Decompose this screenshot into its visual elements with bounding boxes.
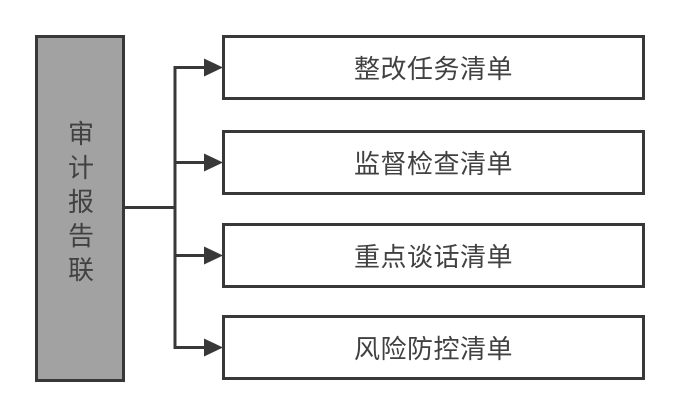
- source-node-label: 审计报告联: [64, 119, 95, 290]
- target-node-key-talks: 重点谈话清单: [222, 223, 645, 288]
- arrowhead-icon: [204, 246, 223, 265]
- target-node-supervision-inspection: 监督检查清单: [222, 130, 645, 195]
- arrowhead-icon: [204, 58, 223, 77]
- target-node-label: 监督检查清单: [353, 149, 513, 179]
- arrowhead-icon: [204, 338, 223, 357]
- target-node-rectification-tasks: 整改任务清单: [222, 35, 645, 100]
- target-node-label: 重点谈话清单: [353, 242, 513, 272]
- connector-tree: [123, 66, 206, 349]
- source-node-audit-report: 审计报告联: [35, 35, 125, 382]
- target-node-risk-prevention: 风险防控清单: [222, 315, 645, 380]
- target-node-label: 整改任务清单: [353, 54, 513, 84]
- arrowhead-icon: [204, 153, 223, 172]
- target-node-label: 风险防控清单: [353, 334, 513, 364]
